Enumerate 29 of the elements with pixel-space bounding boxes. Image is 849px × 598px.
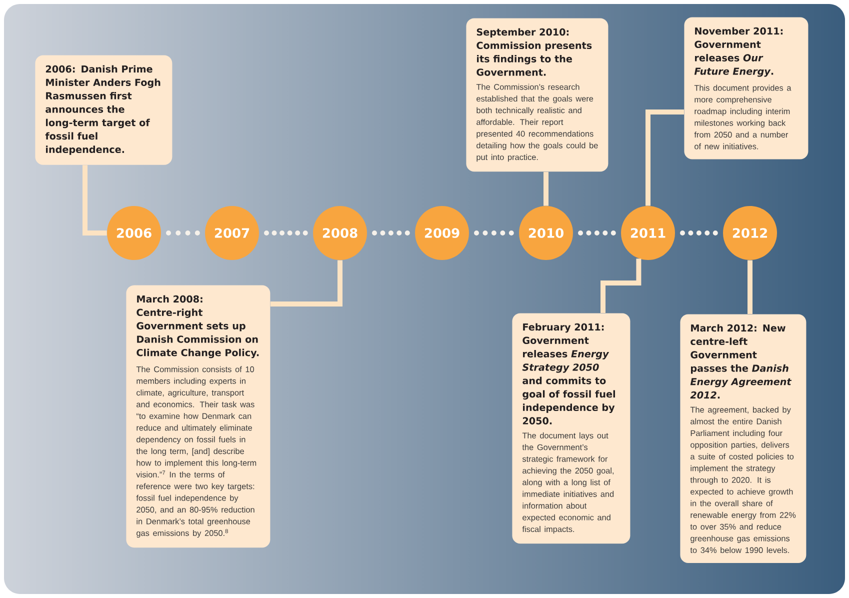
connector-line (270, 260, 342, 306)
event-text: This document provides a more comprehensive roadmap including interim milestones working back from 2050 and a number of new initiatives. (694, 84, 792, 150)
connector-line (82, 165, 107, 236)
event-box (466, 18, 608, 172)
event-heading: March 2012: New centre-left Government passes the Danish Energy Agreement 2012. (690, 324, 792, 399)
dotted-line (166, 230, 200, 236)
event-box (684, 17, 808, 160)
event-box (35, 55, 172, 165)
event-heading: February 2011: Government releases Energy Strategy 2050 and commits to goal of fossil fuel independence by 2050. (522, 323, 615, 424)
dotted-line (474, 230, 514, 236)
event-text: The Commission’s research established that the goals were both technically realistic and affordable. Their report presented 40 recommendations detailing how the goals could be put into practice. (476, 84, 598, 162)
dotted-line (372, 230, 410, 236)
connector-line (646, 110, 684, 206)
event-text: The Commission consists of 10 members including experts in climate, agriculture, transport and economics. Their task was “to examine how Denmark can reduce and ultimately eliminate dependency on fossil fuels in the long term, [and] describe how to implement this long-term vision.”$^{7}$ In the terms of reference were two key targets: fossil fuel independence by 2050, and an 80-95% reduction in Denmark’s total greenhouse gas emissions by 2050.$^{8}$ (136, 366, 256, 538)
event-heading: November 2011: Government releases Our Future Energy. (694, 27, 783, 77)
event-box (126, 285, 270, 548)
event-text: The agreement, backed by almost the entire Danish Parliament including four opposition parties, delivers a suite of costed policies to implement the strategy through to 2020. It is expected to achieve growth in the overall share of renewable energy from 22% to over 35% and reduce greenhouse gas emissions to 34% below 1990 levels. (690, 406, 796, 554)
event-text: The document lays out the Government’s strategic framework for achieving the 2050 goal, along with a long list of immediate initiatives and information about expected economic and fiscal impacts. (522, 432, 614, 534)
connector-line (544, 172, 548, 206)
event-heading: March 2008: Centre-right Government sets up Danish Commission on Climate Change Policy. (136, 295, 259, 358)
event-heading: 2006: Danish Prime Minister Anders Fogh Rasmussen first announces the long-term target of fossil fuel independence. (45, 65, 160, 155)
connector-line (600, 258, 642, 313)
dotted-line (264, 230, 308, 236)
dotted-line (680, 230, 718, 236)
event-box (680, 314, 806, 564)
event-heading: September 2010: Commission presents its findings to the Government. (476, 28, 592, 76)
event-box (512, 313, 630, 544)
dotted-line (578, 230, 616, 236)
connector-line (748, 260, 752, 314)
